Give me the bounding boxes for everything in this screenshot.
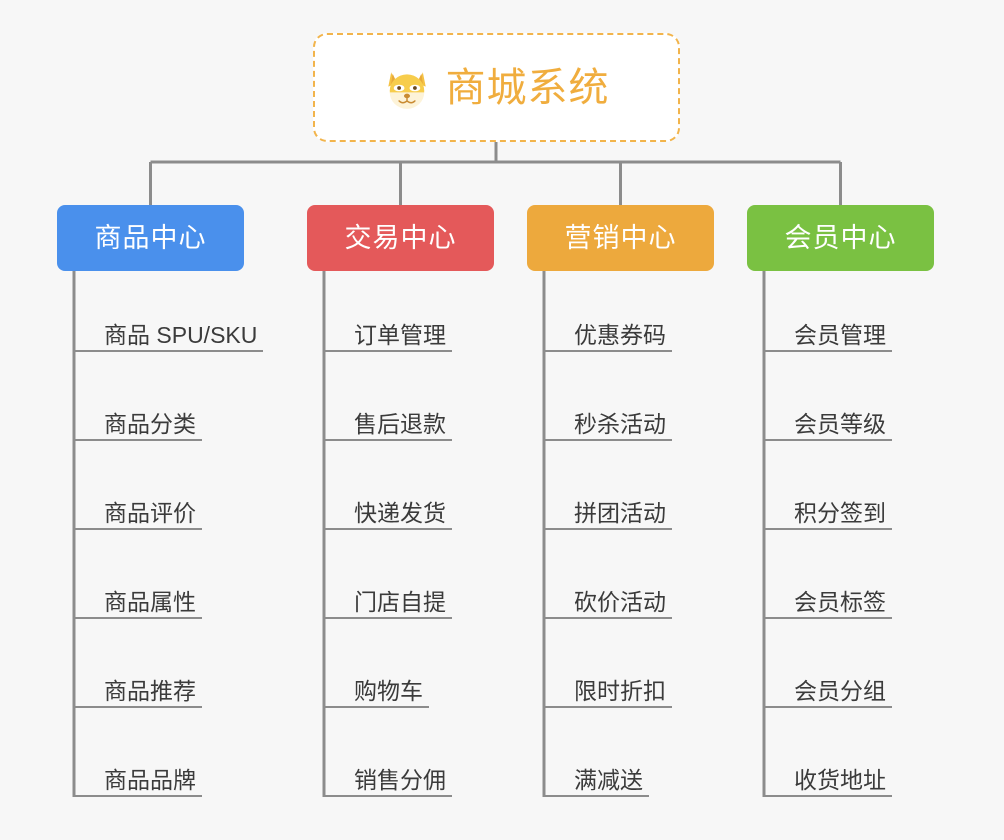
leaf-item-label: 商品评价 bbox=[104, 499, 196, 526]
leaf-item[interactable]: 积分签到 bbox=[764, 496, 892, 530]
category-box-3[interactable]: 会员中心 bbox=[747, 205, 934, 271]
leaf-item-label: 商品推荐 bbox=[104, 677, 196, 704]
leaf-item-label: 会员管理 bbox=[794, 321, 886, 348]
leaf-item[interactable]: 门店自提 bbox=[324, 585, 452, 619]
leaf-item[interactable]: 销售分佣 bbox=[324, 763, 452, 797]
leaf-item[interactable]: 商品推荐 bbox=[74, 674, 202, 708]
category-box-2[interactable]: 营销中心 bbox=[527, 205, 714, 271]
leaf-item-label: 优惠券码 bbox=[574, 321, 666, 348]
leaf-item-label: 限时折扣 bbox=[574, 677, 666, 704]
leaf-item-label: 快递发货 bbox=[354, 499, 446, 526]
leaf-item-label: 购物车 bbox=[354, 677, 423, 704]
leaf-item[interactable]: 商品评价 bbox=[74, 496, 202, 530]
root-node[interactable]: 商城系统 bbox=[313, 33, 680, 142]
leaf-item-label: 砍价活动 bbox=[574, 588, 666, 615]
shiba-dog-icon bbox=[387, 71, 426, 109]
leaf-item-label: 积分签到 bbox=[794, 499, 886, 526]
leaf-item-label: 商品属性 bbox=[104, 588, 196, 615]
category-label: 商品中心 bbox=[94, 222, 207, 253]
category-label: 会员中心 bbox=[784, 222, 897, 253]
leaf-item[interactable]: 商品品牌 bbox=[74, 763, 202, 797]
leaf-item[interactable]: 限时折扣 bbox=[544, 674, 672, 708]
leaf-item-label: 商品分类 bbox=[104, 410, 196, 437]
leaf-item[interactable]: 拼团活动 bbox=[544, 496, 672, 530]
leaf-item-label: 门店自提 bbox=[354, 588, 446, 615]
leaf-item[interactable]: 商品属性 bbox=[74, 585, 202, 619]
leaf-item[interactable]: 会员管理 bbox=[764, 318, 892, 352]
leaf-item-label: 销售分佣 bbox=[354, 766, 446, 793]
leaf-item[interactable]: 会员标签 bbox=[764, 585, 892, 619]
category-label: 交易中心 bbox=[344, 222, 457, 253]
leaf-item-label: 秒杀活动 bbox=[574, 410, 666, 437]
leaf-item[interactable]: 商品分类 bbox=[74, 407, 202, 441]
category-label: 营销中心 bbox=[564, 222, 677, 253]
leaf-item-label: 商品品牌 bbox=[104, 766, 196, 793]
leaf-item-label: 会员分组 bbox=[794, 677, 886, 704]
leaf-item-label: 拼团活动 bbox=[574, 499, 666, 526]
leaf-item[interactable]: 商品 SPU/SKU bbox=[74, 318, 264, 352]
leaf-item-label: 会员等级 bbox=[794, 410, 886, 437]
leaf-item[interactable]: 购物车 bbox=[324, 674, 429, 708]
leaf-item[interactable]: 砍价活动 bbox=[544, 585, 672, 619]
leaf-item[interactable]: 收货地址 bbox=[764, 763, 892, 797]
leaf-item[interactable]: 满减送 bbox=[544, 763, 649, 797]
root-title: 商城系统 bbox=[445, 65, 610, 110]
leaf-item[interactable]: 快递发货 bbox=[324, 496, 452, 530]
leaf-item-label: 订单管理 bbox=[354, 321, 446, 348]
leaf-item[interactable]: 订单管理 bbox=[324, 318, 452, 352]
leaf-item-label: 售后退款 bbox=[354, 410, 446, 437]
leaf-item[interactable]: 会员等级 bbox=[764, 407, 892, 441]
leaf-item[interactable]: 秒杀活动 bbox=[544, 407, 672, 441]
leaf-item-label: 商品 SPU/SKU bbox=[104, 321, 258, 348]
leaf-item-label: 满减送 bbox=[574, 766, 643, 793]
category-box-0[interactable]: 商品中心 bbox=[57, 205, 244, 271]
leaf-item[interactable]: 优惠券码 bbox=[544, 318, 672, 352]
leaf-item[interactable]: 售后退款 bbox=[324, 407, 452, 441]
leaf-item-label: 会员标签 bbox=[794, 588, 886, 615]
category-box-1[interactable]: 交易中心 bbox=[307, 205, 494, 271]
leaf-item-label: 收货地址 bbox=[794, 766, 886, 793]
leaf-item[interactable]: 会员分组 bbox=[764, 674, 892, 708]
